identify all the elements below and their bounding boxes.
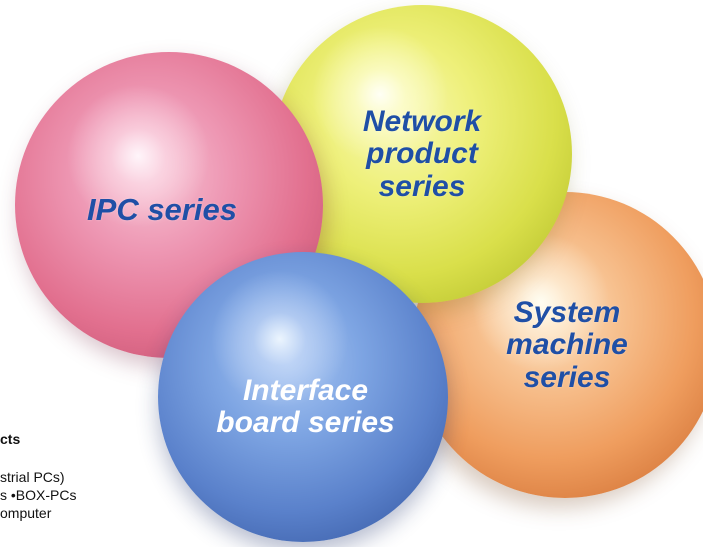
interface-board-sphere	[158, 252, 448, 542]
ipc-series-label: IPC series	[87, 192, 237, 227]
product-list-line-2: s •BOX-PCs	[0, 487, 77, 503]
products-heading-fragment: cts	[0, 431, 21, 447]
product-list-line-1: strial PCs)	[0, 469, 65, 485]
product-list-line-3: omputer	[0, 505, 52, 521]
